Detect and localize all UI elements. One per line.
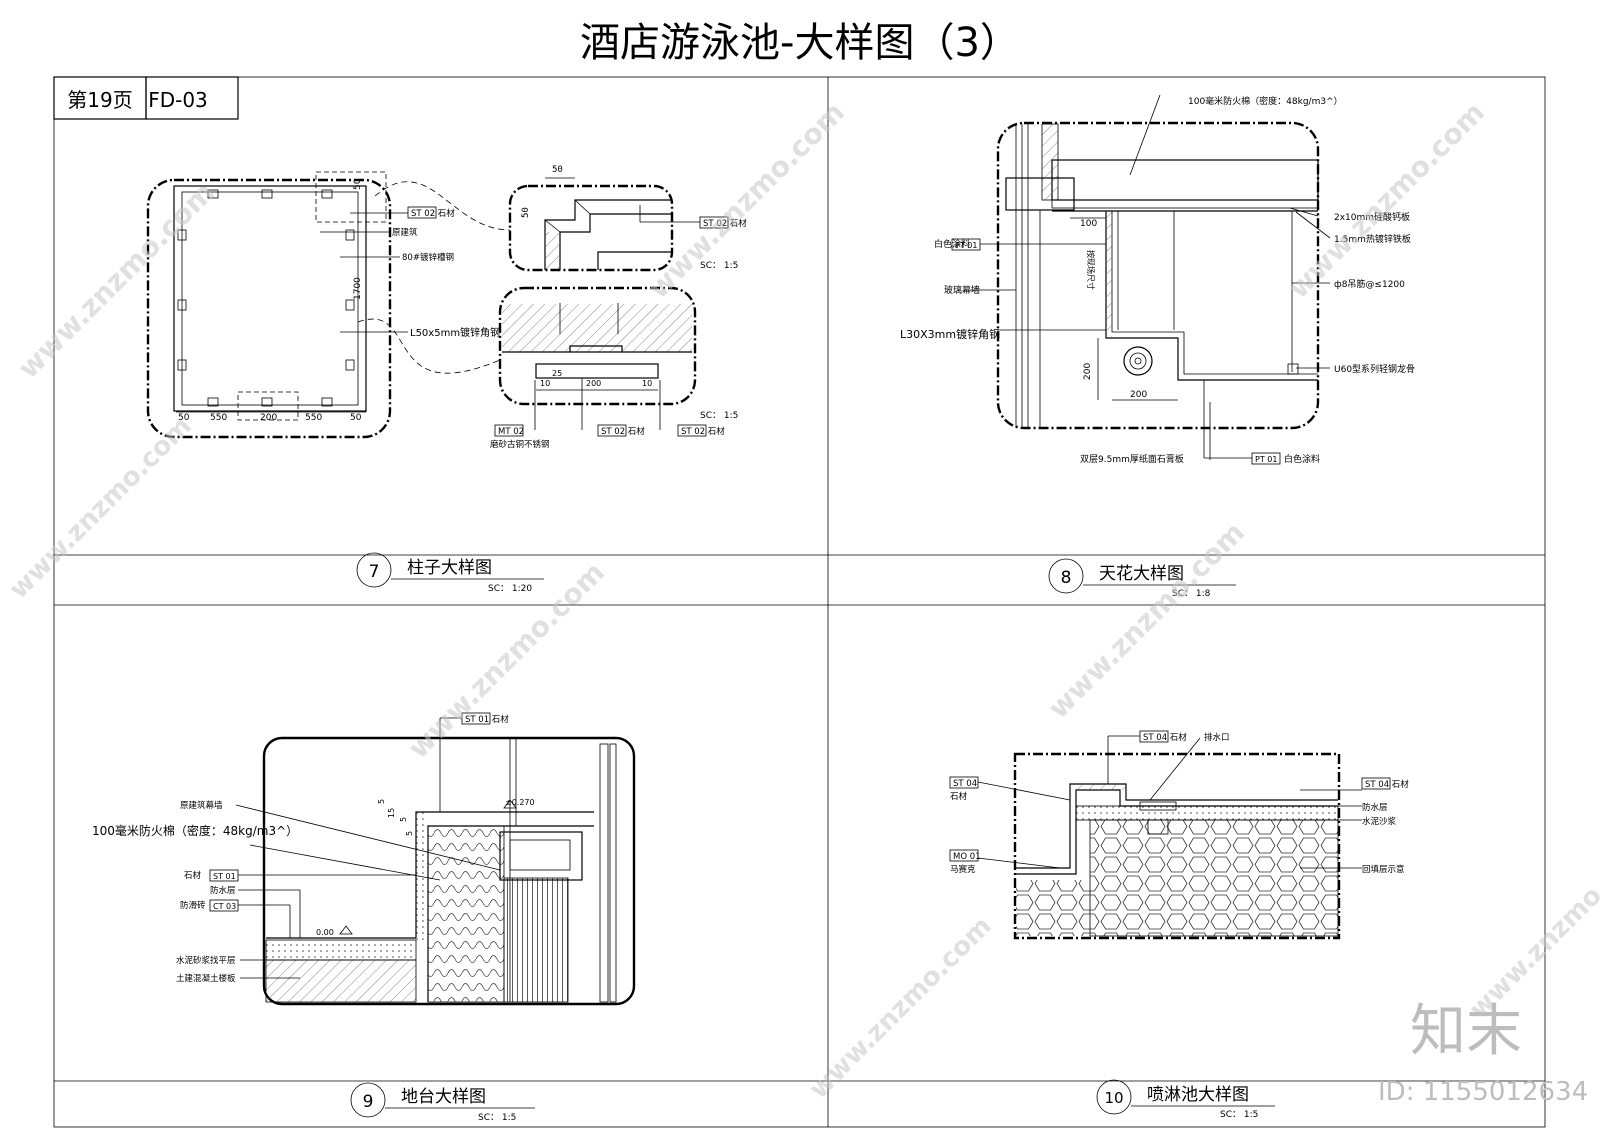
svg-text:MO 01: MO 01 <box>953 852 981 862</box>
detail-8-ceiling: 按现场尺寸 100 200 200 100毫米防火棉（密度：48kg/m3^） … <box>900 94 1415 465</box>
svg-text:10: 10 <box>540 379 550 388</box>
watermark-id: ID: 1155012634 <box>1378 1077 1588 1107</box>
svg-text:www.znzmo.com: www.znzmo.com <box>642 96 851 305</box>
drawing-code-box <box>145 76 239 120</box>
svg-text:ф8吊筋@≤1200: ф8吊筋@≤1200 <box>1334 278 1405 290</box>
d9-level-top: ±0.270 <box>505 798 535 807</box>
svg-text:100: 100 <box>1080 219 1097 229</box>
svg-text:石材: 石材 <box>184 870 202 881</box>
watermark-layer: www.znzmo.com www.znzmo.com www.znzmo.co… <box>4 96 1600 1105</box>
svg-text:回填层示意: 回填层示意 <box>1362 864 1405 875</box>
detail-10-number: 10 <box>1104 1089 1123 1107</box>
detail-9-scale: SC： 1:5 <box>478 1113 516 1123</box>
svg-text:排水口: 排水口 <box>1204 732 1230 743</box>
svg-text:25: 25 <box>552 369 562 378</box>
svg-text:200: 200 <box>1083 363 1093 380</box>
svg-text:马赛克: 马赛克 <box>950 864 976 875</box>
svg-text:50: 50 <box>521 207 531 218</box>
detail-9-platform: 5 15 5 5 ±0.270 0.00 ST 01 石材 原建筑幕墙 100毫… <box>92 712 636 1006</box>
svg-text:MT 02: MT 02 <box>498 427 524 437</box>
detail-10-shower: ST 04 石材 排水口 ST 04 石材 ST 04 石材 防水层 水泥沙浆 … <box>949 730 1409 940</box>
detail-8-number: 8 <box>1061 568 1072 588</box>
svg-text:200: 200 <box>260 413 277 423</box>
detail-7-scale: SC： 1:20 <box>488 584 532 594</box>
svg-text:10: 10 <box>642 379 652 388</box>
page-label: 第19页 <box>67 88 132 112</box>
svg-text:550: 550 <box>305 413 322 423</box>
d7-subB-scale: SC： 1:5 <box>700 411 738 421</box>
svg-text:1700: 1700 <box>353 277 363 300</box>
drawing-code: FD-03 <box>148 88 208 112</box>
svg-text:按现场尺寸: 按现场尺寸 <box>1086 250 1096 290</box>
svg-text:ST 02 石材: ST 02 石材 <box>601 426 645 437</box>
svg-text:白色涂料: 白色涂料 <box>1284 453 1320 465</box>
d7-label-original: 原建筑 <box>392 227 418 238</box>
svg-text:防滑砖: 防滑砖 <box>180 900 206 911</box>
sheet-title: 酒店游泳池-大样图（3） <box>580 20 1020 66</box>
svg-text:防水层: 防水层 <box>1362 802 1388 813</box>
svg-text:50: 50 <box>353 178 363 190</box>
watermark-logo: 知末 <box>1410 999 1522 1064</box>
d9-level-floor: 0.00 <box>316 928 334 937</box>
detail-7-column: 50 550 200 550 50 1700 50 ST 02 石材 原建筑 80#镀锌… <box>146 165 747 450</box>
svg-text:www.znzmo.com: www.znzmo.com <box>12 176 221 385</box>
svg-text:50: 50 <box>178 413 190 423</box>
d7-label-st02: ST 02 石材 <box>411 208 455 219</box>
svg-text:1.5mm热镀锌铁板: 1.5mm热镀锌铁板 <box>1334 233 1411 245</box>
detail-9-title: 地台大样图 <box>401 1087 486 1107</box>
svg-text:5: 5 <box>377 799 386 804</box>
detail-8-title: 天花大样图 <box>1099 564 1184 584</box>
d8-label-fireproof: 100毫米防火棉（密度：48kg/m3^） <box>1188 95 1343 107</box>
svg-text:ST 04 石材: ST 04 石材 <box>1365 779 1409 790</box>
svg-text:PT 01: PT 01 <box>1255 455 1277 464</box>
svg-text:水泥砂浆找平层: 水泥砂浆找平层 <box>176 955 236 966</box>
svg-text:U60型系列轻钢龙骨: U60型系列轻钢龙骨 <box>1334 363 1415 375</box>
svg-text:ST 04 石材: ST 04 石材 <box>1143 732 1187 743</box>
svg-text:www.znzmo.com: www.znzmo.com <box>804 911 998 1105</box>
svg-text:2x10mm硅酸钙板: 2x10mm硅酸钙板 <box>1334 211 1410 223</box>
d7-label-channel: 80#镀锌槽钢 <box>402 252 454 263</box>
detail-8-scale: SC： 1:8 <box>1172 589 1211 599</box>
detail-7-title: 柱子大样图 <box>407 558 492 578</box>
svg-text:水泥沙浆: 水泥沙浆 <box>1362 816 1397 827</box>
d7-label-angle: L50x5mm镀锌角钢 <box>410 326 500 339</box>
svg-text:防水层: 防水层 <box>210 885 236 896</box>
svg-text:50: 50 <box>552 165 563 175</box>
svg-text:石材: 石材 <box>950 791 968 802</box>
svg-text:www.znzmo.com: www.znzmo.com <box>1042 516 1251 725</box>
svg-text:磨砂古铜不锈钢: 磨砂古铜不锈钢 <box>490 439 550 450</box>
detail-9-number: 9 <box>363 1092 374 1112</box>
svg-text:50: 50 <box>350 413 362 423</box>
svg-text:土建混凝土楼板: 土建混凝土楼板 <box>176 973 236 984</box>
detail-7-number: 7 <box>369 562 380 582</box>
detail-10-scale: SC： 1:5 <box>1220 1110 1258 1120</box>
svg-text:550: 550 <box>210 413 227 423</box>
svg-text:200: 200 <box>1130 390 1147 400</box>
svg-text:ST 04: ST 04 <box>953 779 977 789</box>
svg-text:5: 5 <box>405 831 414 836</box>
svg-text:CT 03: CT 03 <box>213 902 236 911</box>
svg-text:ST 01 石材: ST 01 石材 <box>465 714 509 725</box>
svg-text:双层9.5mm厚纸面石膏板: 双层9.5mm厚纸面石膏板 <box>1080 453 1184 465</box>
sheet-frame <box>53 76 1546 1128</box>
svg-text:www.znzmo.com: www.znzmo.com <box>1464 831 1600 1025</box>
svg-text:玻璃幕墙: 玻璃幕墙 <box>944 284 980 296</box>
d9-label-fireproof: 100毫米防火棉（密度：48kg/m3^） <box>92 823 298 838</box>
svg-text:15: 15 <box>387 808 396 818</box>
svg-text:ST 02 石材: ST 02 石材 <box>681 426 725 437</box>
svg-text:ST 02 石材: ST 02 石材 <box>703 218 747 229</box>
svg-text:原建筑幕墙: 原建筑幕墙 <box>180 800 223 811</box>
svg-text:200: 200 <box>586 379 601 388</box>
svg-text:5: 5 <box>399 817 408 822</box>
svg-text:L30X3mm镀锌角钢: L30X3mm镀锌角钢 <box>900 327 1000 341</box>
svg-text:ST 01: ST 01 <box>213 872 236 881</box>
svg-text:www.znzmo.com: www.znzmo.com <box>4 411 198 605</box>
d7-subA-scale: SC： 1:5 <box>700 261 738 271</box>
svg-text:PT 01: PT 01 <box>955 241 977 250</box>
detail-10-title: 喷淋池大样图 <box>1147 1085 1249 1105</box>
